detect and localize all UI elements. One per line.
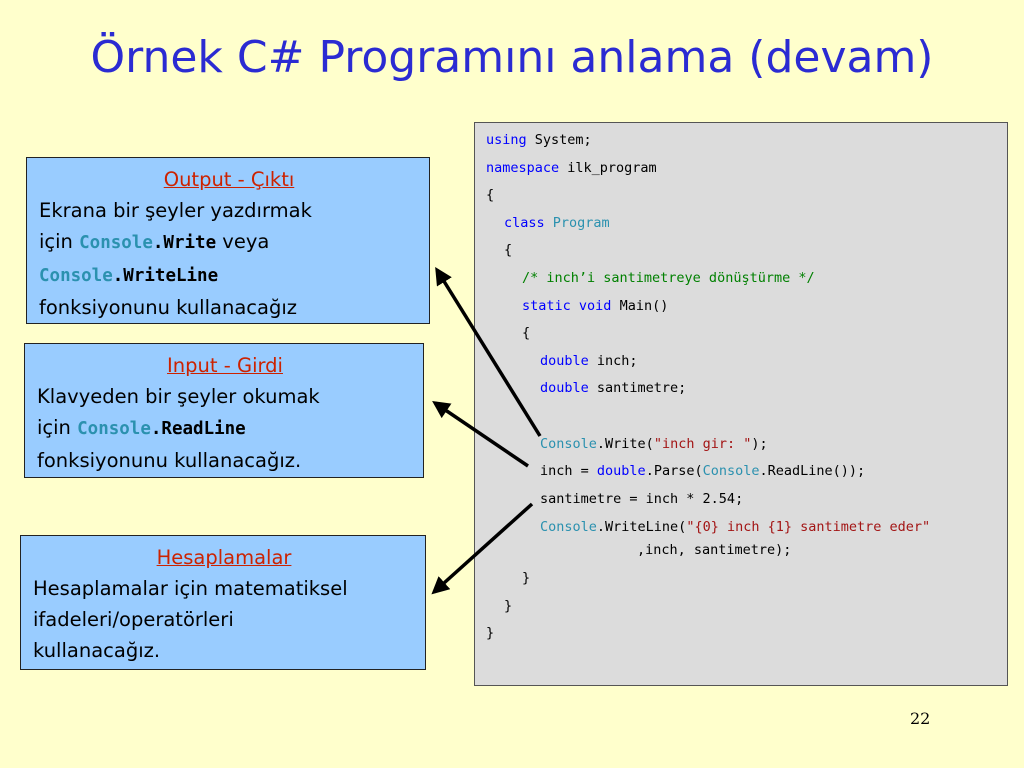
code-line-class: class Program	[504, 215, 610, 231]
calculations-line-2: ifadeleri/operatörleri	[33, 608, 234, 631]
output-box: Output - Çıktı Ekrana bir şeyler yazdırm…	[26, 157, 430, 324]
output-console-class: Console	[79, 233, 153, 253]
code-line-comment: /* inch’i santimetreye dönüştürme */	[522, 270, 815, 286]
output-line-3: Console.WriteLine	[39, 259, 419, 292]
arrow-to-input	[432, 401, 529, 468]
input-console-class: Console	[77, 419, 151, 439]
output-heading: Output - Çıktı	[163, 168, 295, 191]
calculations-line-1: Hesaplamalar için matematiksel	[33, 577, 348, 600]
code-line-brace-open-1: {	[486, 187, 495, 203]
code-line-writeline-args: ,inch, santimetre);	[637, 542, 792, 558]
code-line-main: static void Main()	[522, 298, 669, 314]
slide-title: Örnek C# Programını anlama (devam)	[90, 32, 934, 83]
code-line-namespace: namespace ilk_program	[486, 160, 657, 176]
code-line-double-santimetre: double santimetre;	[540, 380, 687, 396]
arrow-to-calculations	[431, 502, 534, 595]
input-readline-method: .ReadLine	[150, 419, 246, 439]
input-line-3: fonksiyonunu kullanacağız.	[37, 449, 302, 472]
code-line-using: using System;	[486, 132, 592, 148]
output-write-method: .Write	[152, 233, 217, 253]
output-line-2: için Console.Write veya	[39, 226, 419, 259]
output-line-4: fonksiyonunu kullanacağız	[39, 296, 297, 319]
code-line-double-inch: double inch;	[540, 353, 638, 369]
page-number: 22	[910, 709, 931, 728]
input-line-2: için Console.ReadLine	[37, 412, 413, 445]
code-line-writeline: Console.WriteLine("{0} inch {1} santimet…	[540, 519, 931, 535]
input-box: Input - Girdi Klavyeden bir şeyler okuma…	[24, 343, 424, 478]
code-line-brace-close-3: }	[522, 570, 531, 586]
code-line-write: Console.Write("inch gir: ");	[540, 436, 768, 452]
code-line-calc: santimetre = inch * 2.54;	[540, 491, 744, 507]
code-line-brace-close-1: }	[486, 625, 495, 641]
output-line-1: Ekrana bir şeyler yazdırmak	[39, 199, 312, 222]
output-writeline-method: .WriteLine	[112, 266, 219, 286]
output-line-2-prefix: için	[39, 230, 80, 253]
code-line-parse: inch = double.Parse(Console.ReadLine());	[540, 463, 866, 479]
calculations-heading: Hesaplamalar	[156, 546, 292, 569]
calculations-box: Hesaplamalar Hesaplamalar için matematik…	[20, 535, 426, 670]
arrow-to-output	[435, 267, 542, 437]
code-line-brace-close-2: }	[504, 598, 513, 614]
input-line-1: Klavyeden bir şeyler okumak	[37, 385, 320, 408]
input-line-2-prefix: için	[37, 416, 78, 439]
code-line-brace-open-2: {	[504, 242, 513, 258]
code-listing: using System; namespace ilk_program { cl…	[474, 122, 1008, 686]
output-console-class-2: Console	[39, 266, 113, 286]
input-heading: Input - Girdi	[167, 354, 283, 377]
output-line-2-suffix: veya	[216, 230, 270, 253]
calculations-line-3: kullanacağız.	[33, 639, 161, 662]
code-line-brace-open-3: {	[522, 325, 531, 341]
